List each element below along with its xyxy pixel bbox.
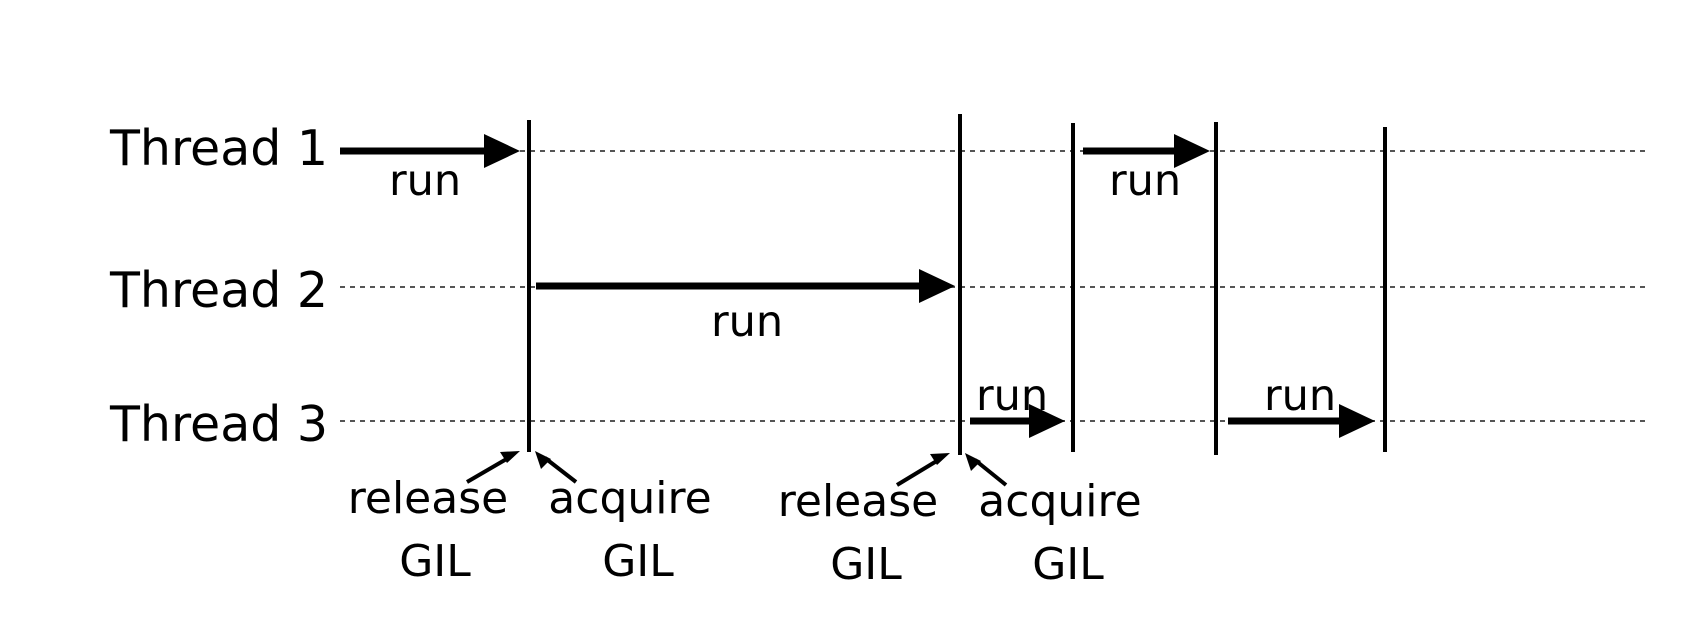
thread-3-label: Thread 3 [109, 396, 328, 453]
thread-3-run-arrowhead-1 [1029, 404, 1065, 438]
thread-3-run-label-1: run [976, 371, 1048, 421]
event-labels: release GIL acquire GIL release GIL acqu… [348, 473, 1142, 590]
thread-1-run-arrowhead-2 [1174, 134, 1210, 168]
thread-2-label: Thread 2 [109, 262, 328, 319]
run-arrows [340, 134, 1375, 438]
acquire-gil-2-line1: acquire [978, 476, 1141, 527]
release-gil-2-line1: release [778, 476, 938, 527]
acquire-gil-1-pointer [543, 456, 578, 484]
thread-1-run-label-2: run [1109, 156, 1181, 206]
thread-3-run-label-2: run [1264, 371, 1336, 421]
thread-1-run-arrowhead-1 [484, 134, 520, 168]
thread-2-run-arrowhead [919, 269, 955, 303]
release-gil-2-pointer-head [930, 453, 950, 465]
acquire-gil-2-pointer [973, 458, 1008, 487]
thread-labels: Thread 1 Thread 2 Thread 3 [109, 120, 328, 453]
thread-1-label: Thread 1 [109, 120, 328, 177]
acquire-gil-2-line2: GIL [1032, 539, 1104, 590]
acquire-gil-1-line1: acquire [548, 473, 711, 524]
run-labels: run run run run run [389, 156, 1336, 421]
thread-1-run-label-1: run [389, 156, 461, 206]
release-gil-1-pointer-head [500, 451, 520, 463]
release-gil-2-line2: GIL [830, 539, 902, 590]
acquire-gil-1-line2: GIL [602, 536, 674, 587]
thread-3-run-arrowhead-2 [1339, 404, 1375, 438]
release-gil-2-pointer [895, 457, 942, 487]
acquire-gil-2-pointer-head [965, 453, 981, 471]
event-pointers [465, 451, 1008, 487]
release-gil-1-line1: release [348, 473, 508, 524]
release-gil-1-pointer [465, 455, 512, 484]
release-gil-1-line2: GIL [399, 536, 471, 587]
switch-lines [527, 114, 1387, 455]
thread-2-run-label: run [711, 297, 783, 347]
acquire-gil-1-pointer-head [535, 451, 551, 469]
